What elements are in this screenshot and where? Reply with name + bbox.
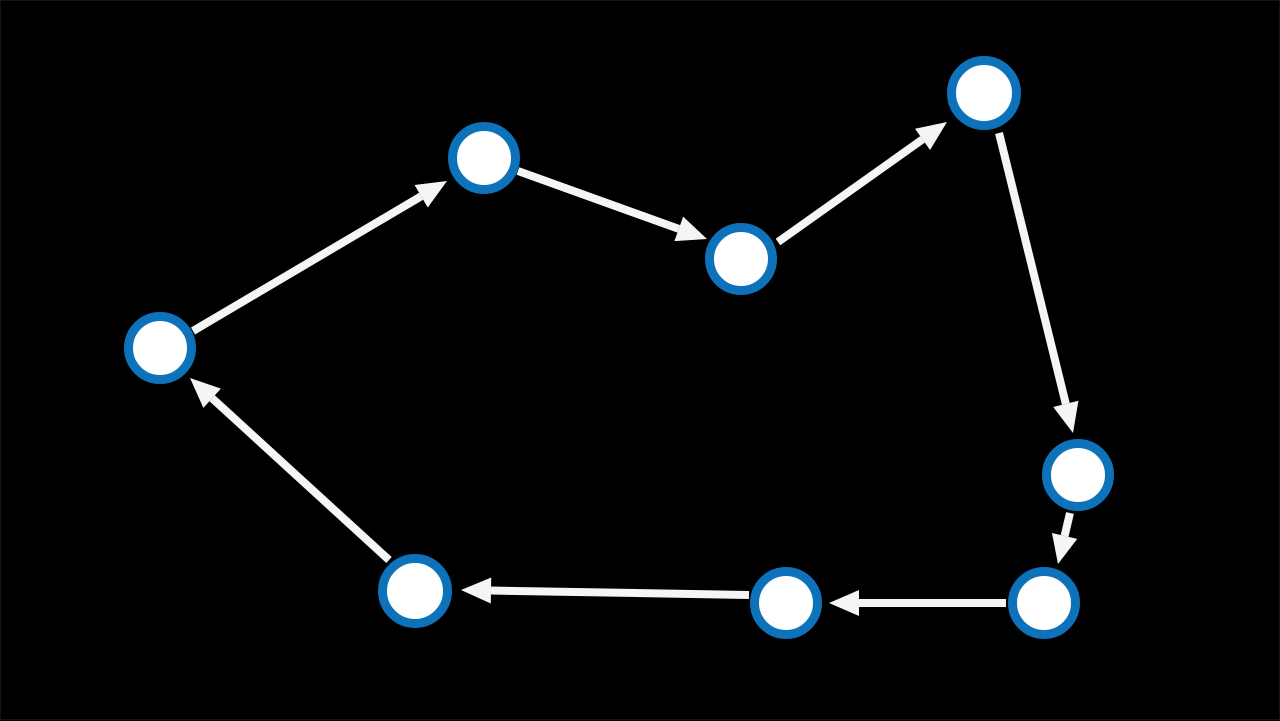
arrowhead-icon [461, 577, 492, 604]
arrowhead-icon [1053, 400, 1079, 433]
graph-node-n2[interactable] [448, 122, 520, 194]
graph-node-n4[interactable] [947, 56, 1021, 130]
graph-node-n3[interactable] [705, 223, 777, 295]
arrowhead-icon [190, 378, 221, 408]
arrowhead-icon [1051, 532, 1078, 564]
edge-shaft [209, 395, 392, 563]
arrowhead-icon [829, 590, 859, 616]
edge-shaft [995, 132, 1070, 405]
graph-edge-n2-to-n3 [516, 167, 707, 242]
node-circle[interactable] [1042, 439, 1114, 511]
edge-shaft [190, 192, 424, 335]
arrowhead-icon [915, 122, 947, 150]
edge-shaft [516, 167, 681, 233]
node-circle[interactable] [378, 554, 452, 628]
edge-shaft [1060, 512, 1074, 537]
arrowhead-icon [674, 216, 707, 242]
arrowhead-icon [414, 181, 447, 208]
node-circle[interactable] [705, 223, 777, 295]
graph-edge-n8-to-n1 [190, 378, 392, 563]
node-circle[interactable] [750, 567, 822, 639]
graph-edge-n5-to-n6 [1051, 512, 1078, 564]
node-circle[interactable] [124, 312, 196, 384]
graph-node-n1[interactable] [124, 312, 196, 384]
edges-layer [190, 122, 1079, 616]
node-circle[interactable] [947, 56, 1021, 130]
graph-node-n6[interactable] [1008, 567, 1080, 639]
node-circle[interactable] [1008, 567, 1080, 639]
graph-node-n5[interactable] [1042, 439, 1114, 511]
nodes-layer [124, 56, 1114, 639]
graph-edge-n6-to-n7 [829, 590, 1006, 616]
graph-node-n8[interactable] [378, 554, 452, 628]
edge-shaft [490, 586, 750, 599]
graph-edge-n3-to-n4 [775, 122, 947, 246]
graph-edge-n7-to-n8 [461, 577, 750, 604]
graph-node-n7[interactable] [750, 567, 822, 639]
node-circle[interactable] [448, 122, 520, 194]
graph-edge-n1-to-n2 [190, 181, 447, 335]
graph-edge-n4-to-n5 [995, 132, 1079, 433]
edge-shaft [775, 136, 925, 246]
